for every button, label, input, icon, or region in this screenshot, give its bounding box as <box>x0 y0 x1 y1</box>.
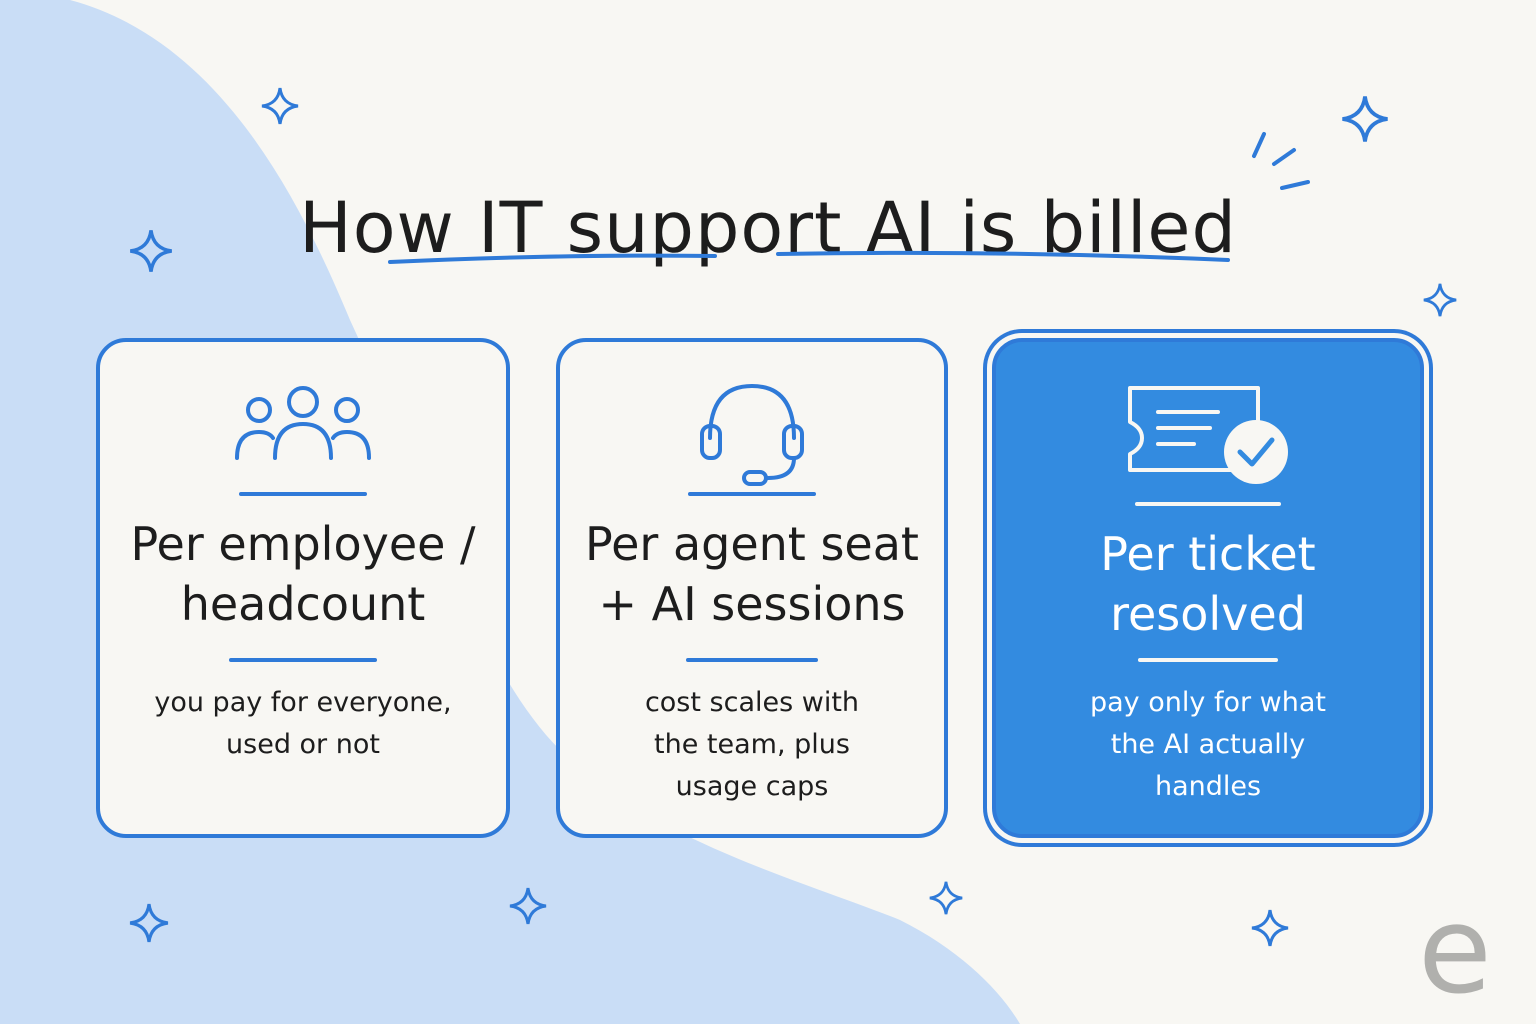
headset-icon <box>700 383 804 486</box>
card-heading: Per employee / headcount <box>130 517 476 631</box>
ticket-check-icon <box>1128 386 1288 484</box>
divider <box>229 658 377 662</box>
sparkle-icon <box>929 881 963 915</box>
pricing-card-per-employee: Per employee / headcount you pay for eve… <box>96 338 510 838</box>
card-heading: Per ticket resolved <box>1100 527 1316 641</box>
sparkle-icon <box>1342 96 1388 142</box>
sparkle-icon <box>261 87 299 125</box>
sparkle-icon <box>1423 283 1457 317</box>
sparkle-icon <box>1251 909 1289 947</box>
card-heading: Per agent seat + AI sessions <box>585 517 919 631</box>
divider <box>1135 502 1281 506</box>
emphasis-marks-icon <box>1252 132 1310 190</box>
people-group-icon <box>235 386 371 460</box>
title-underline <box>388 250 1230 264</box>
divider <box>688 492 816 496</box>
sparkle-icon <box>130 230 172 272</box>
divider <box>686 658 818 662</box>
sparkle-icon <box>129 903 169 943</box>
sparkle-icon <box>509 887 547 925</box>
pricing-card-per-agent-seat: Per agent seat + AI sessions cost scales… <box>556 338 948 838</box>
card-description: you pay for everyone, used or not <box>154 687 452 760</box>
divider <box>1138 658 1278 662</box>
divider <box>239 492 367 496</box>
card-description: cost scales with the team, plus usage ca… <box>644 687 860 802</box>
pricing-card-per-ticket: Per ticket resolved pay only for what th… <box>992 338 1424 838</box>
card-description: pay only for what the AI actually handle… <box>1090 687 1326 802</box>
brand-logo: e <box>1418 882 1492 1021</box>
